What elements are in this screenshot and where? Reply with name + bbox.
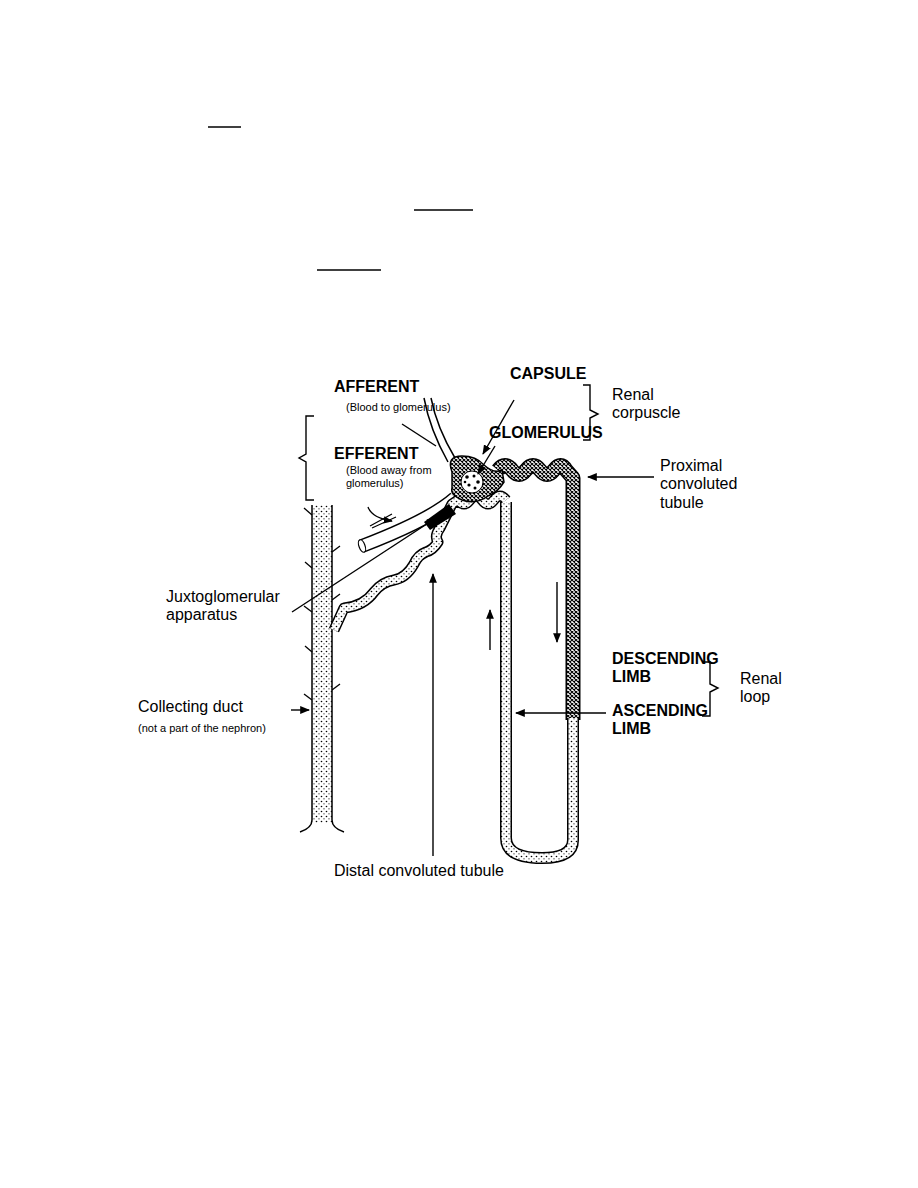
vessel-note: (Blood away from glomerulus) xyxy=(346,464,454,489)
brackets xyxy=(299,385,718,716)
renal-loop xyxy=(506,502,573,858)
part-label: DESCENDING LIMB xyxy=(612,650,712,687)
vessel-label: EFFERENT xyxy=(334,445,474,463)
part-label: Juxtoglomerular apparatus xyxy=(166,588,306,625)
part-label: CAPSULE xyxy=(510,365,620,383)
part-note: (not a part of the nephron) xyxy=(138,722,318,735)
group-label: Renal loop xyxy=(740,670,800,707)
blank-lines xyxy=(208,127,473,270)
renal-corpuscle xyxy=(450,456,504,502)
part-label: Distal convoluted tubule xyxy=(334,862,554,880)
part-label: Collecting duct xyxy=(138,698,298,716)
leader-lines xyxy=(291,400,654,856)
vessel-label: AFFERENT xyxy=(334,378,474,396)
part-label: GLOMERULUS xyxy=(489,424,619,442)
collecting-duct xyxy=(300,505,344,832)
part-label: ASCENDING LIMB xyxy=(612,702,712,739)
vessel-note: (Blood to glomerulus) xyxy=(346,401,486,414)
distal-tubule xyxy=(334,496,506,630)
group-label: Renal corpuscle xyxy=(612,386,702,423)
juxtaglomerular-apparatus xyxy=(424,504,456,530)
part-label: Proximal convoluted tubule xyxy=(660,457,770,512)
